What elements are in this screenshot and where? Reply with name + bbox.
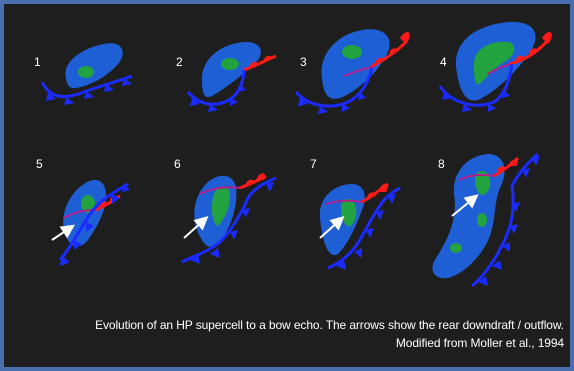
warm-front-bulges (515, 31, 552, 62)
stage-6: 6 (174, 157, 277, 264)
figure-credit: Modified from Moller et al., 1994 (395, 336, 564, 350)
stage-label: 4 (440, 55, 447, 69)
supercell-evolution-diagram: 1 2 (34, 21, 552, 288)
radar-echo-core (211, 186, 230, 226)
stage-label: 6 (174, 157, 181, 171)
stage-label: 7 (310, 157, 317, 171)
warm-front (509, 39, 550, 66)
cold-front-barbs (190, 182, 274, 264)
radar-echo-core (475, 170, 491, 195)
figure-caption: Evolution of an HP supercell to a bow ec… (95, 318, 564, 332)
cold-front (181, 176, 277, 264)
cold-front (40, 74, 133, 99)
stage-7: 7 (310, 157, 401, 270)
outflow-arrow (319, 215, 345, 239)
stage-1: 1 (34, 43, 133, 105)
outflow-arrow (183, 215, 209, 239)
cold-front-barbs (336, 194, 396, 270)
figure-panel: 1 2 (4, 4, 570, 367)
cold-front-barbs (298, 92, 366, 114)
gust-front (459, 173, 495, 181)
radar-echo-core (81, 195, 95, 213)
radar-echo-outer (63, 180, 106, 247)
radar-echo-core (450, 243, 462, 253)
warm-front-bulges (249, 55, 273, 68)
cold-front (438, 63, 514, 107)
warm-front (243, 54, 277, 72)
cold-front (58, 182, 129, 261)
cold-front-barbs (190, 84, 246, 112)
stage-8: 8 (432, 152, 540, 288)
gust-front (325, 199, 363, 205)
warm-front (371, 40, 408, 68)
cold-front-barbs (60, 184, 130, 266)
radar-echo-core (474, 41, 515, 85)
cold-front-barbs (46, 78, 132, 105)
stage-4: 4 (438, 21, 552, 112)
outflow-arrow (451, 194, 479, 217)
warm-front-bulges (375, 31, 410, 64)
cold-front (186, 69, 246, 106)
cold-front-barbs (442, 90, 510, 112)
warm-front-bulges (367, 183, 388, 200)
stage-label: 1 (34, 55, 41, 69)
stage-5: 5 (36, 157, 130, 266)
stage-label: 8 (438, 157, 445, 171)
warm-front-bulges (497, 159, 518, 174)
radar-echo-core (342, 45, 362, 59)
outflow-arrow (51, 224, 75, 241)
radar-echo-outer (65, 43, 123, 89)
stage-3: 3 (294, 29, 410, 114)
radar-echo-outer (321, 29, 390, 99)
stage-label: 2 (176, 55, 183, 69)
stage-2: 2 (176, 41, 277, 112)
cold-front (294, 67, 374, 108)
warm-front-bulges (245, 173, 266, 186)
radar-echo-core (341, 198, 357, 227)
cold-front (471, 152, 539, 288)
stage-label: 3 (300, 55, 307, 69)
radar-echo-core (78, 66, 94, 78)
radar-echo-core (477, 213, 487, 227)
stage-label: 5 (36, 157, 43, 171)
cold-front (327, 186, 401, 270)
gust-front (199, 186, 241, 195)
cold-front-barbs (478, 156, 540, 286)
radar-echo-core (221, 58, 239, 70)
